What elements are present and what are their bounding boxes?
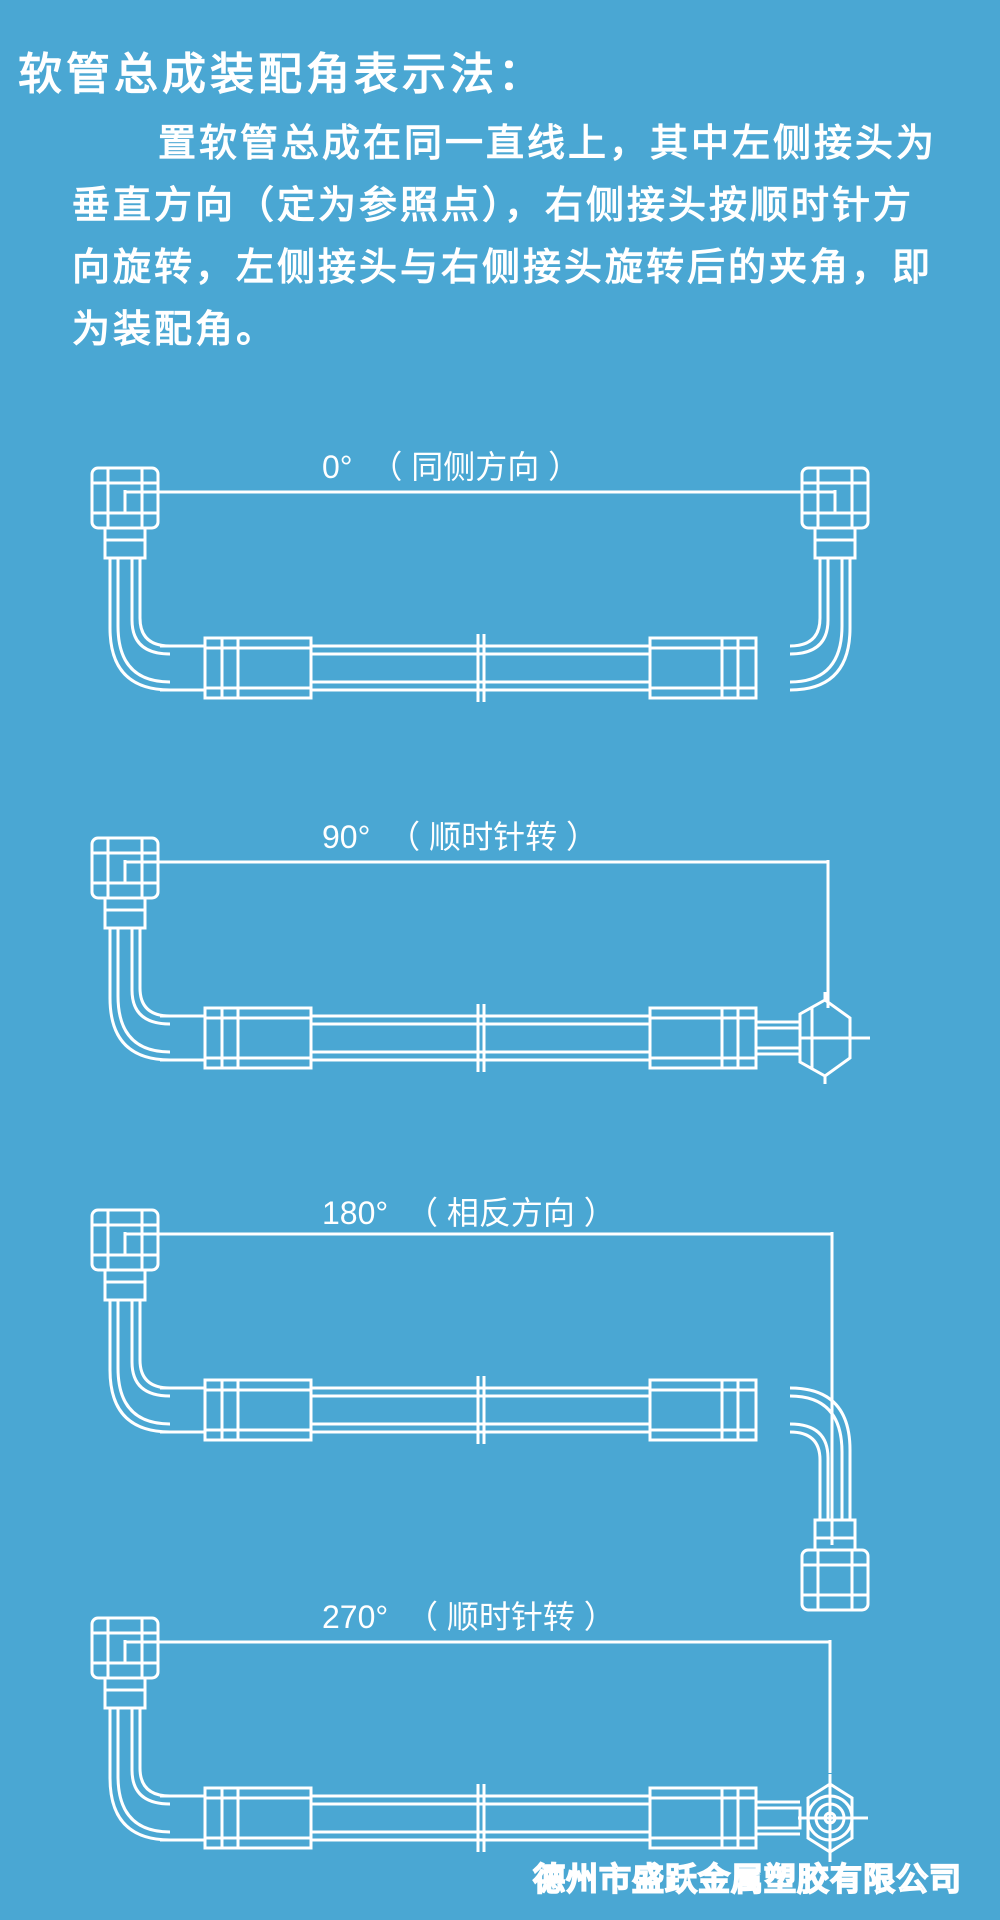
caption-90: 90° （ 顺时针转 ） <box>322 812 598 858</box>
page-title: 软管总成装配角表示法： <box>18 49 546 100</box>
company-watermark: 德州市盛跃金属塑胶有限公司 <box>532 1859 962 1899</box>
caption-angle: 0° <box>322 449 353 485</box>
diagram-90-deg <box>90 836 870 1084</box>
caption-label: （ 同侧方向 ） <box>370 449 581 485</box>
caption-label: （ 相反方向 ） <box>405 1195 616 1231</box>
caption-angle: 180° <box>322 1195 389 1231</box>
caption-angle: 90° <box>322 819 371 855</box>
diagram-270-deg <box>90 1616 868 1862</box>
description-text: 置软管总成在同一直线上，其中左侧接头为垂直方向（定为参照点），右侧接头按顺时针方… <box>72 120 938 351</box>
caption-0: 0° （ 同侧方向 ） <box>322 442 580 488</box>
caption-270: 270° （ 顺时针转 ） <box>322 1592 616 1638</box>
description-paragraph: 置软管总成在同一直线上，其中左侧接头为垂直方向（定为参照点），右侧接头按顺时针方… <box>72 112 952 360</box>
caption-label: （ 顺时针转 ） <box>388 819 598 855</box>
caption-180: 180° （ 相反方向 ） <box>322 1188 616 1234</box>
caption-label: （ 顺时针转 ） <box>405 1599 616 1635</box>
diagram-180-deg <box>90 1208 870 1612</box>
caption-angle: 270° <box>322 1599 389 1635</box>
diagram-0-deg <box>90 466 870 704</box>
